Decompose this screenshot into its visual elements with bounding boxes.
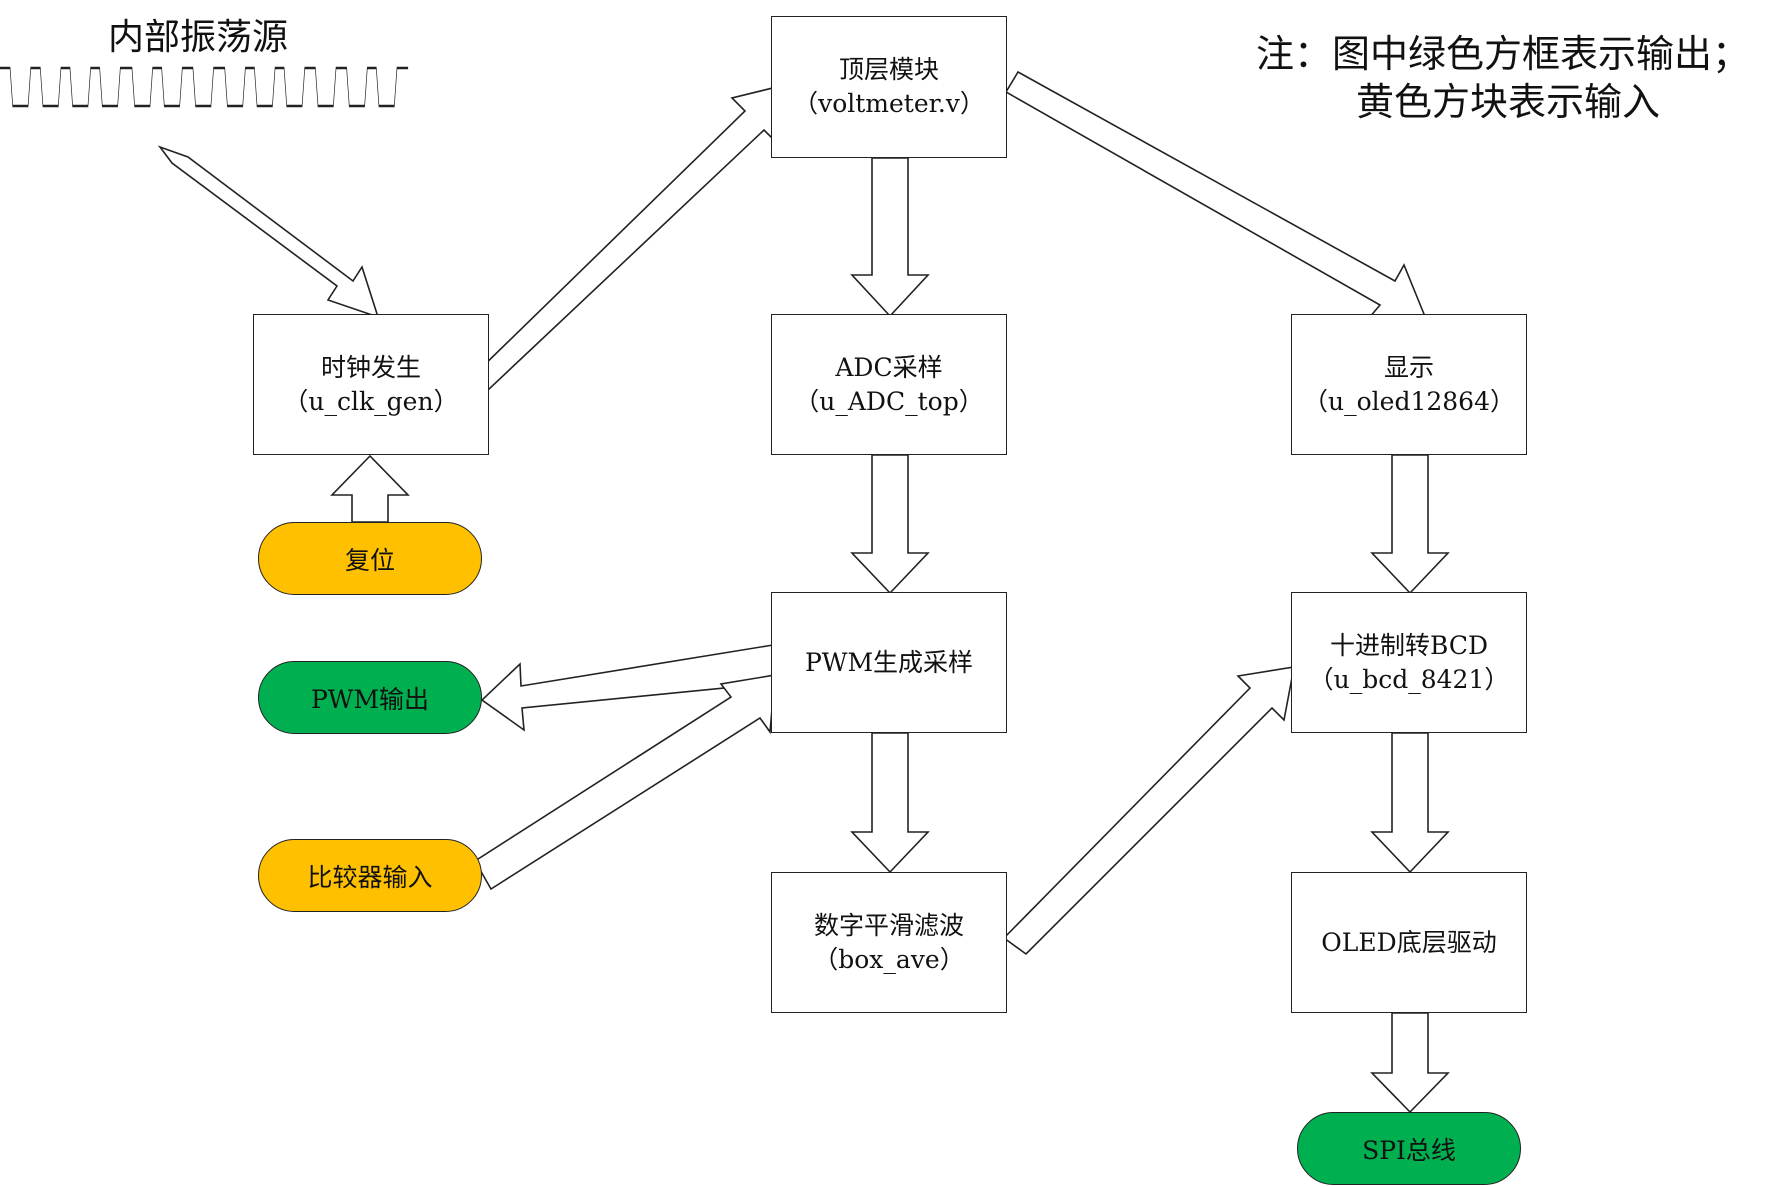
module-bcd-inst: （u_bcd_8421） bbox=[1308, 664, 1510, 694]
oscillator-waveform bbox=[0, 66, 409, 108]
terminal-pwm-output-label: PWM输出 bbox=[310, 684, 430, 714]
module-bcd: 十进制转BCD （u_bcd_8421） bbox=[1291, 592, 1527, 733]
arrow-filter-to-bcd bbox=[1002, 666, 1295, 956]
module-display-name: 显示 bbox=[1383, 352, 1434, 382]
module-oled: OLED底层驱动 bbox=[1291, 872, 1527, 1013]
module-top-inst: （voltmeter.v） bbox=[793, 89, 985, 118]
terminal-spi-bus: SPI总线 bbox=[1297, 1112, 1521, 1185]
arrow-top-to-adc bbox=[850, 157, 930, 318]
terminal-spi-bus-label: SPI总线 bbox=[1362, 1135, 1456, 1165]
module-clk-gen: 时钟发生 （u_clk_gen） bbox=[253, 314, 489, 455]
terminal-reset: 复位 bbox=[258, 522, 482, 595]
arrow-bcd-to-oled bbox=[1370, 732, 1450, 874]
module-display-inst: （u_oled12864） bbox=[1303, 386, 1515, 416]
module-filter-name: 数字平滑滤波 bbox=[813, 910, 964, 940]
module-filter-inst: （box_ave） bbox=[813, 944, 965, 974]
arrow-osc-to-clk bbox=[157, 145, 380, 319]
terminal-comparator-input: 比较器输入 bbox=[258, 839, 482, 912]
arrow-adc-to-pwm bbox=[850, 454, 930, 595]
arrow-oled-to-spi bbox=[1370, 1012, 1450, 1114]
arrow-pwm-to-filter bbox=[850, 732, 930, 874]
module-clk-gen-name: 时钟发生 bbox=[320, 352, 421, 382]
module-bcd-name: 十进制转BCD bbox=[1329, 630, 1488, 660]
terminal-pwm-output: PWM输出 bbox=[258, 661, 482, 734]
module-clk-gen-inst: （u_clk_gen） bbox=[283, 386, 459, 416]
module-adc-inst: （u_ADC_top） bbox=[794, 386, 984, 416]
module-adc: ADC采样 （u_ADC_top） bbox=[771, 314, 1007, 455]
arrow-reset-to-clk bbox=[330, 454, 410, 523]
legend-note-line1: 注：图中绿色方框表示输出； bbox=[1256, 32, 1751, 76]
module-filter: 数字平滑滤波 （box_ave） bbox=[771, 872, 1007, 1013]
oscillator-label: 内部振荡源 bbox=[108, 17, 289, 58]
module-top-name: 顶层模块 bbox=[838, 55, 939, 84]
module-pwm-name: PWM生成采样 bbox=[804, 647, 974, 677]
module-display: 显示 （u_oled12864） bbox=[1291, 314, 1527, 455]
module-adc-name: ADC采样 bbox=[835, 352, 943, 382]
arrow-clk-to-top bbox=[473, 81, 795, 392]
legend-note-line2: 黄色方块表示输入 bbox=[1356, 80, 1661, 124]
module-oled-name: OLED底层驱动 bbox=[1321, 927, 1497, 957]
terminal-reset-label: 复位 bbox=[344, 545, 395, 575]
terminal-comparator-input-label: 比较器输入 bbox=[307, 862, 433, 892]
module-top: 顶层模块 （voltmeter.v） bbox=[771, 16, 1007, 158]
legend-note: 注：图中绿色方框表示输出； 黄色方块表示输入 bbox=[1256, 30, 1750, 126]
arrow-display-to-bcd bbox=[1370, 454, 1450, 595]
module-pwm: PWM生成采样 bbox=[771, 592, 1007, 733]
